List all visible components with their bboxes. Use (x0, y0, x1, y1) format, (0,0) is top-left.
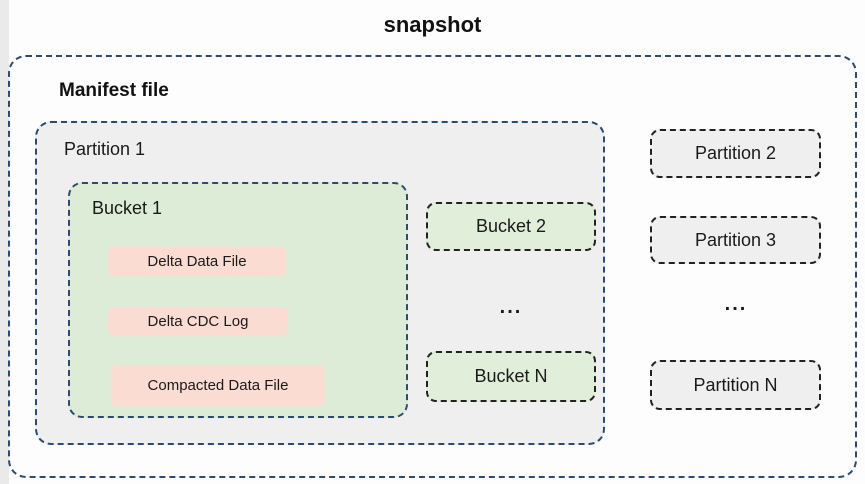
partition-ellipsis: ... (724, 293, 748, 315)
partition-1-box: Partition 1 Bucket 1 Delta Data File Del… (35, 121, 605, 445)
compacted-data-file-box: Compacted Data File (111, 365, 325, 406)
bucket-n-box: Bucket N (426, 351, 596, 402)
diagram-title: snapshot (383, 12, 482, 37)
left-edge-strip (0, 0, 9, 484)
bucket-2-box: Bucket 2 (426, 202, 596, 251)
delta-data-file-box: Delta Data File (108, 246, 286, 276)
partition-n-box: Partition N (650, 360, 821, 410)
bucket-1-label: Bucket 1 (92, 198, 163, 218)
manifest-file-label: Manifest file (59, 80, 169, 101)
partition-2-box: Partition 2 (650, 129, 821, 178)
manifest-file-box: Manifest file Partition 1 Bucket 1 Delta… (8, 55, 857, 478)
partition-1-label: Partition 1 (64, 139, 146, 159)
delta-cdc-log-box: Delta CDC Log (108, 307, 288, 336)
partition-3-box: Partition 3 (650, 216, 821, 264)
bucket-1-box: Bucket 1 Delta Data File Delta CDC Log C… (68, 182, 408, 418)
bucket-ellipsis: ... (499, 296, 523, 318)
